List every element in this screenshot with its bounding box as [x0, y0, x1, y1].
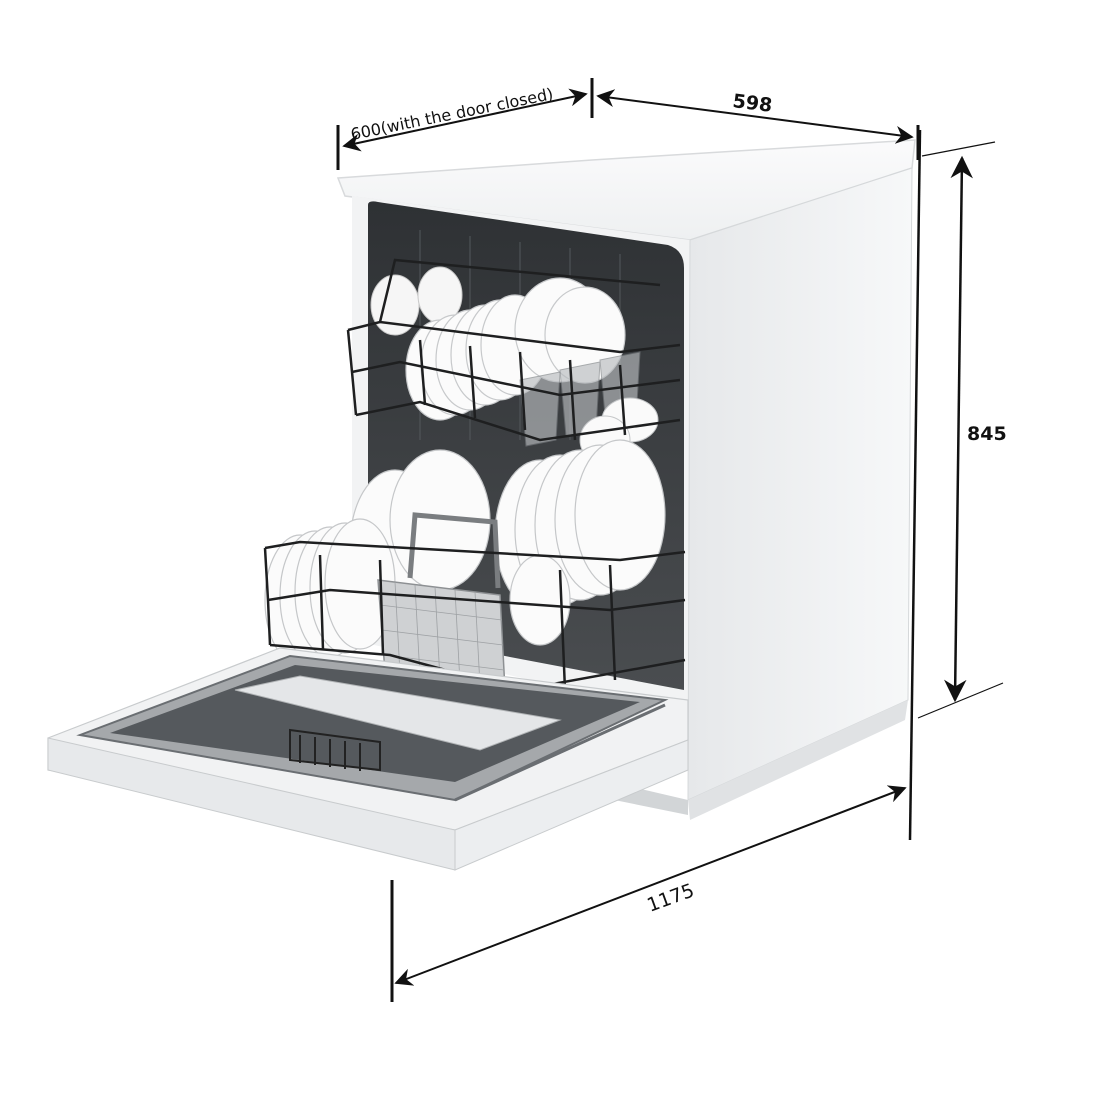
width-arrow — [596, 89, 914, 144]
lower-rack — [263, 439, 686, 692]
dimension-lines — [336, 78, 1004, 1002]
height-arrow — [944, 155, 973, 703]
extension-line-right-edge — [908, 129, 922, 841]
extension-line-height-bottom — [917, 682, 1004, 719]
dimension-label-width: 598 — [731, 90, 773, 117]
dimension-label-height: 845 — [967, 423, 1007, 445]
extension-line-height-top — [921, 141, 996, 157]
upper-rack — [346, 258, 681, 465]
depth-open-arrow — [394, 785, 907, 986]
dimension-label-depth-closed: 600(with the door closed) — [349, 84, 555, 144]
depth-closed-arrow — [342, 88, 588, 152]
